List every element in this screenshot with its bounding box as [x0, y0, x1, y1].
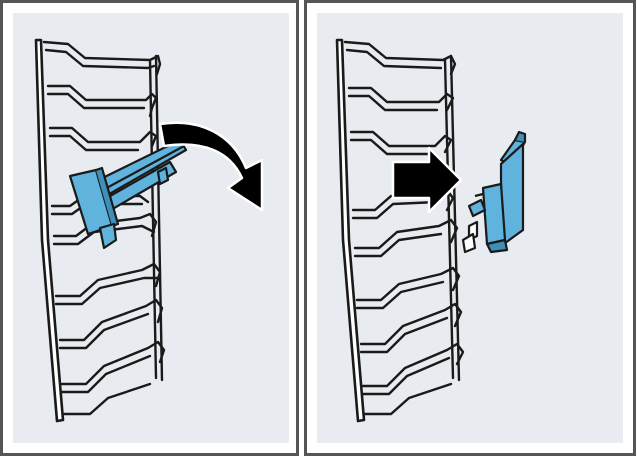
step-2-illustration	[304, 0, 636, 456]
step-1-illustration	[0, 0, 299, 456]
oven-side-wall	[335, 38, 366, 423]
right-arrow-icon	[391, 146, 463, 214]
oven-side-wall	[34, 38, 65, 423]
shelf-support-blue	[461, 130, 527, 254]
step-1-panel	[0, 0, 301, 456]
shelf-support-blue	[68, 138, 188, 250]
shelf-rails	[42, 40, 166, 416]
shelf-rails	[343, 40, 465, 416]
curved-arrow-icon	[158, 121, 264, 212]
step-2-panel	[301, 0, 637, 456]
